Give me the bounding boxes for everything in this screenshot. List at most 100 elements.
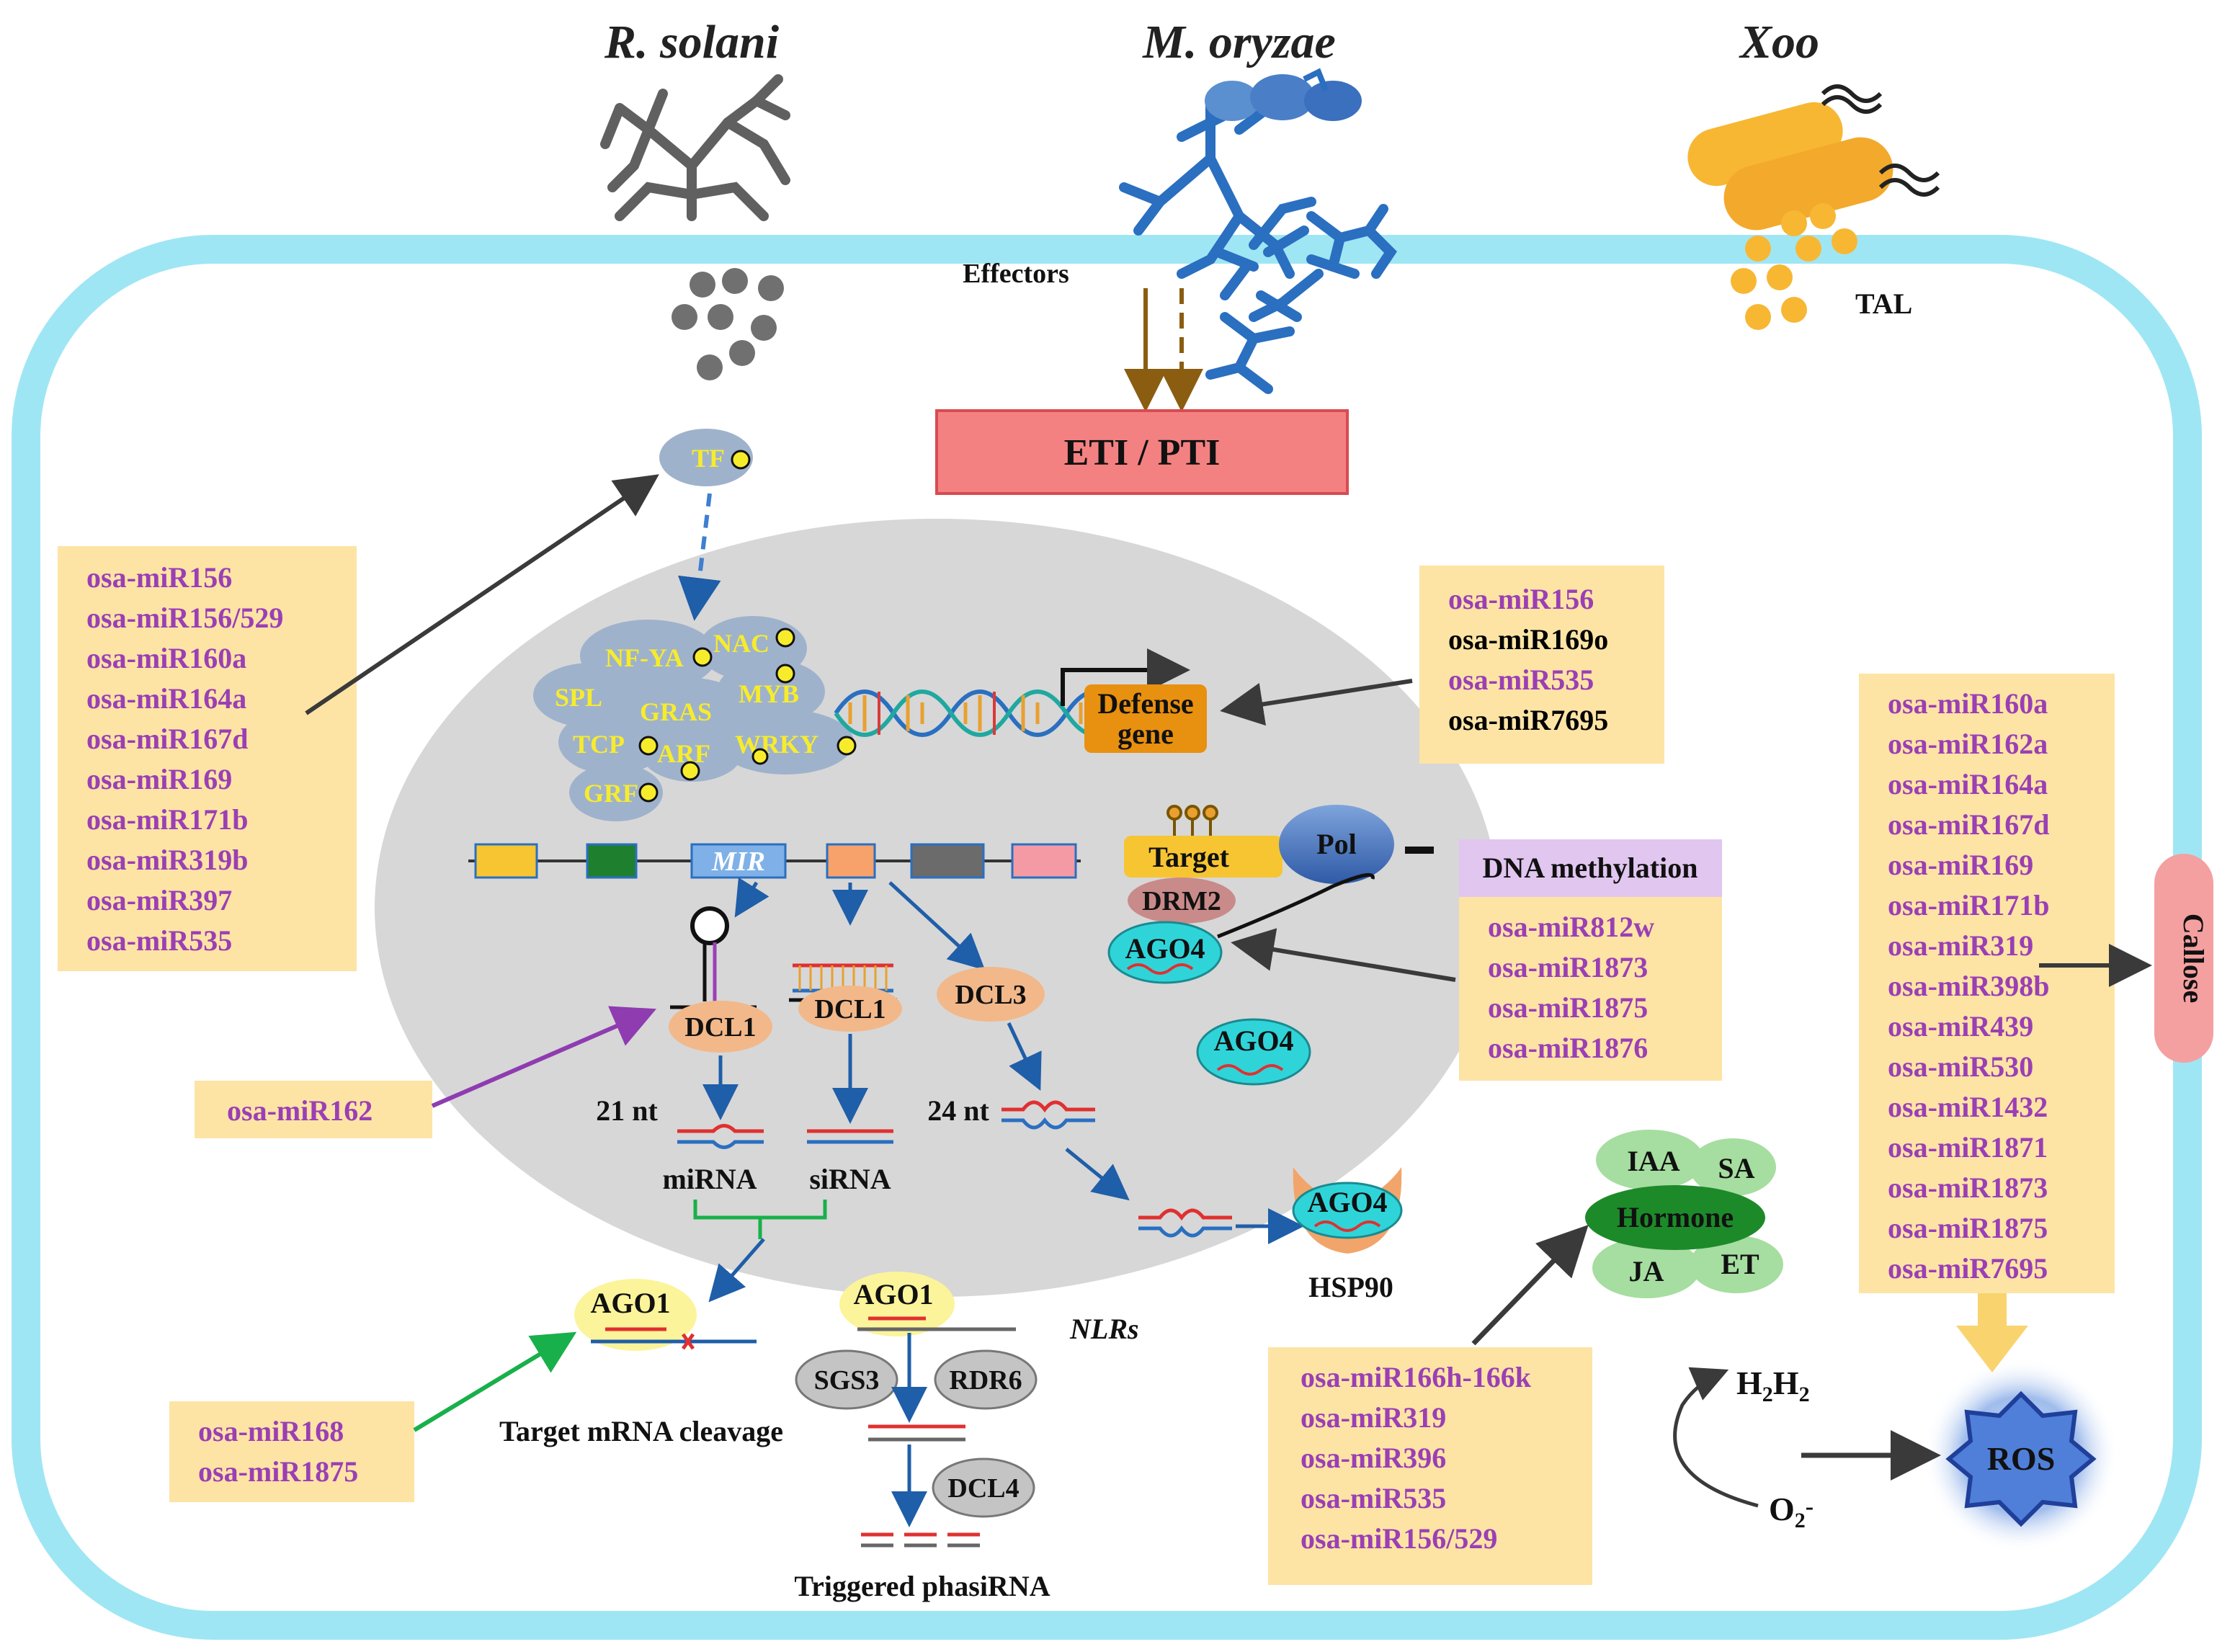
callose-pill [2154, 854, 2213, 1063]
tal-effector-dots-icon [1731, 203, 1857, 330]
methylation-box-to-ago4-arrow [1231, 928, 1456, 982]
mir-box-tf [58, 546, 357, 971]
sgs3-protein [795, 1349, 898, 1410]
ago4-hsp90-rna [1313, 1220, 1381, 1232]
ago1-cleavage-protein [574, 1279, 697, 1351]
mirna-entry: osa-miR167d [86, 723, 248, 755]
mirna-entry: osa-miR162a [1888, 728, 2048, 760]
mirna-entry: osa-miR169 [1888, 849, 2033, 881]
iaa-bubble [1596, 1130, 1704, 1190]
hormone-bubble [1585, 1185, 1765, 1250]
mirna-entry: osa-miR439 [1888, 1010, 2033, 1042]
h2o2-label: H2H2 [1736, 1365, 1810, 1406]
rdr6-protein [934, 1349, 1038, 1410]
mir-box-tf-list: osa-miR156osa-miR156/529osa-miR160aosa-m… [86, 561, 283, 957]
mirna-entry: osa-miR1875 [1888, 1212, 2048, 1244]
mirna-entry: osa-miR164a [86, 682, 246, 715]
mir-box-hormone-list: osa-miR166h-166kosa-miR319osa-miR396osa-… [1301, 1361, 1532, 1555]
mir-box-dcl1 [195, 1081, 432, 1138]
mir-box-dcl1-list: osa-miR162 [227, 1094, 372, 1127]
mirna-entry: osa-miR160a [1888, 687, 2048, 720]
mir-box-hormone [1268, 1347, 1592, 1585]
callose-label: Callose [2177, 914, 2210, 1003]
mirna-label: miRNA [662, 1163, 757, 1195]
pol-label: Pol [1316, 828, 1357, 860]
ago4-free-label: AGO4 [1213, 1024, 1293, 1057]
tf-cluster [533, 616, 854, 821]
defense-gene-box [1084, 684, 1207, 753]
ros-star-icon [1945, 1390, 2097, 1527]
hormone-label: Hormone [1617, 1201, 1734, 1233]
ago1-box-to-ago1-arrow [413, 1331, 577, 1432]
dcl3-protein [937, 967, 1045, 1022]
pol-enzyme [1279, 805, 1394, 884]
mirna-duplex-icon [677, 1124, 764, 1149]
mirna-entry: osa-miR535 [1448, 664, 1594, 696]
scaffold-rna [1217, 872, 1375, 939]
mirna-entry: osa-miR397 [86, 884, 232, 916]
dcl3-label: DCL3 [955, 980, 1026, 1010]
mirna-entry: osa-miR1876 [1488, 1032, 1648, 1064]
tal-label: TAL [1855, 287, 1912, 320]
defense-gene-label-2: gene [1118, 718, 1174, 750]
methylation-marks-icon [1166, 805, 1218, 836]
phasirna-label: Triggered phasiRNA [794, 1570, 1050, 1602]
pathogen-r-solani-title: R. solani [604, 16, 780, 68]
ros-label: ROS [1987, 1440, 2056, 1477]
bracket-to-ago1-arrow [708, 1238, 765, 1303]
et-bubble [1690, 1236, 1783, 1293]
tf-label: TF [692, 444, 725, 473]
mirna-entry: osa-miR1873 [1888, 1171, 2048, 1204]
mirna-entry: osa-miR1432 [1888, 1091, 2048, 1123]
mirna-entry: osa-miR7695 [1888, 1252, 2048, 1285]
mir-box-methylation-list: osa-miR812wosa-miR1873osa-miR1875osa-miR… [1488, 911, 1654, 1064]
mir-to-dcl1-arrow [734, 877, 769, 918]
mirna-entry: osa-miR1875 [198, 1455, 358, 1488]
gene-block-green [586, 843, 638, 879]
ago4-complex-protein [1107, 921, 1223, 984]
mir-box-defense [1419, 566, 1664, 764]
target-label: Target [1148, 841, 1230, 873]
ago1-nlr-label: AGO1 [853, 1278, 933, 1311]
mirna-entry: osa-miR1873 [1488, 951, 1648, 983]
mirna-entry: osa-miR1871 [1888, 1131, 2048, 1164]
mir-box-methylation [1459, 897, 1722, 1081]
ago4-hsp90-label: AGO4 [1307, 1186, 1387, 1218]
mir-box-callose-list: osa-miR160aosa-miR162aosa-miR164aosa-miR… [1888, 687, 2049, 1285]
ago4-complex-label: AGO4 [1125, 932, 1205, 965]
tf-phospho-dots [638, 628, 857, 803]
mirna-entry: osa-miR169o [1448, 623, 1608, 656]
tf-phospho-icon [731, 450, 751, 470]
gene-block-pink [1011, 843, 1077, 879]
dcl1-box-to-dcl1-arrow [431, 1006, 657, 1108]
mirna-entry: osa-miR398b [1888, 970, 2049, 1002]
m-oryzae-fungus-icon [1119, 96, 1360, 322]
xoo-bacteria-icon [1687, 84, 1940, 231]
tf-protein [659, 429, 753, 486]
defense-box-to-gene-arrow [1220, 679, 1413, 726]
r-solani-hyphae-icon [600, 74, 790, 221]
ja-bubble [1592, 1238, 1700, 1298]
mirna-entry: osa-miR171b [86, 803, 248, 836]
effectors-label: Effectors [963, 259, 1069, 289]
mirna-entry: osa-miR169 [86, 763, 232, 795]
ago4-complex-rna [1126, 963, 1194, 975]
dcl1-b-label: DCL1 [814, 994, 885, 1024]
mirna-entry: osa-miR156/529 [1301, 1522, 1497, 1555]
callose-box-to-ros-arrow [1956, 1293, 2028, 1372]
sirna24-to-hsp90-arrow [1065, 1148, 1130, 1201]
mirna-entry: osa-miR319 [1301, 1401, 1446, 1434]
mirna-entry: osa-miR7695 [1448, 704, 1608, 736]
mirna-entry: osa-miR535 [1301, 1482, 1446, 1514]
pathogen-xoo-title: Xoo [1739, 16, 1819, 68]
nucleus [375, 519, 1499, 1297]
ja-label: JA [1629, 1255, 1664, 1287]
sa-bubble [1690, 1138, 1776, 1196]
nlrs-label: NLRs [1069, 1313, 1139, 1345]
drm2-protein [1128, 878, 1236, 924]
ago1-cleavage-label: AGO1 [590, 1287, 670, 1319]
tf-myb: MYB [739, 679, 799, 708]
cleavage-mark-icon [681, 1333, 695, 1350]
dcl4-protein [932, 1457, 1035, 1518]
